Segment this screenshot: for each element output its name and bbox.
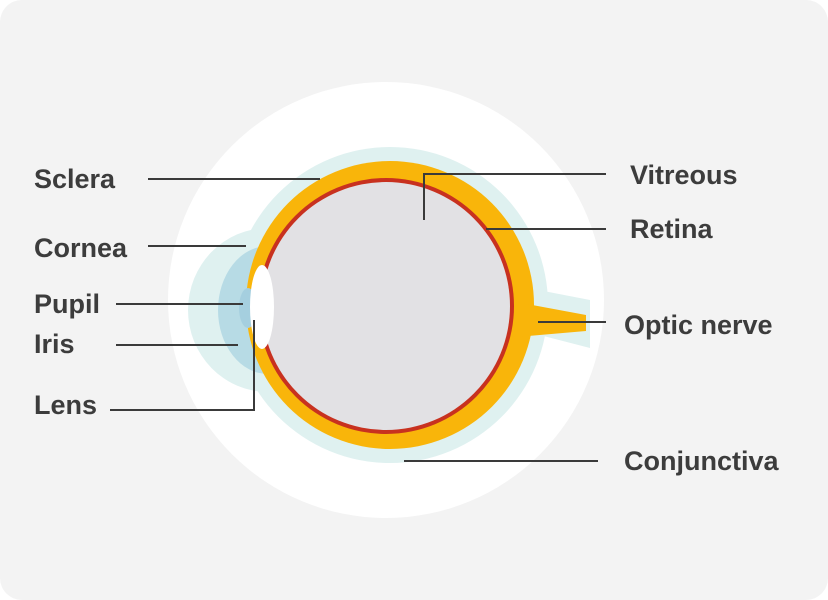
- label-sclera: Sclera: [34, 164, 116, 194]
- lens-leader-line: [110, 320, 255, 411]
- label-optic-nerve: Optic nerve: [624, 310, 773, 340]
- vitreous-leader-line: [423, 173, 606, 220]
- label-retina: Retina: [630, 214, 713, 244]
- label-vitreous: Vitreous: [630, 160, 738, 190]
- label-conjunctiva: Conjunctiva: [624, 446, 779, 476]
- vitreous-body: [262, 182, 510, 430]
- label-pupil: Pupil: [34, 289, 100, 319]
- label-cornea: Cornea: [34, 233, 128, 263]
- label-lens: Lens: [34, 390, 98, 420]
- leader-lines: [110, 173, 606, 462]
- lens-shape: [250, 265, 274, 349]
- label-iris: Iris: [34, 329, 75, 359]
